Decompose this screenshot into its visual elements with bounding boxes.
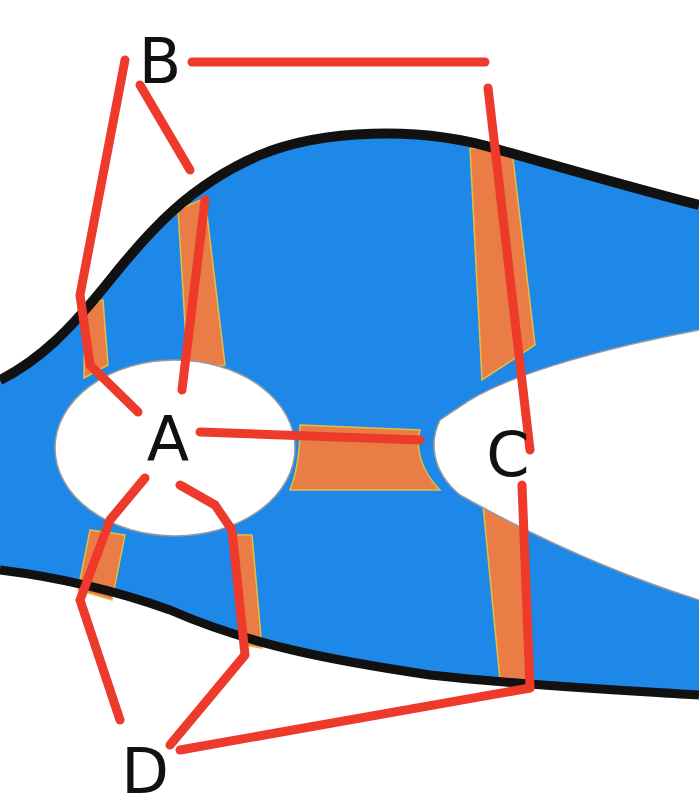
left-hole <box>55 360 295 536</box>
point-label: A <box>147 409 189 471</box>
blue-band <box>0 134 699 695</box>
red-lines <box>80 60 530 750</box>
point-label: B <box>139 31 182 93</box>
right-channel <box>434 330 699 600</box>
point-label: D <box>121 741 169 803</box>
point-label: C <box>486 424 529 486</box>
